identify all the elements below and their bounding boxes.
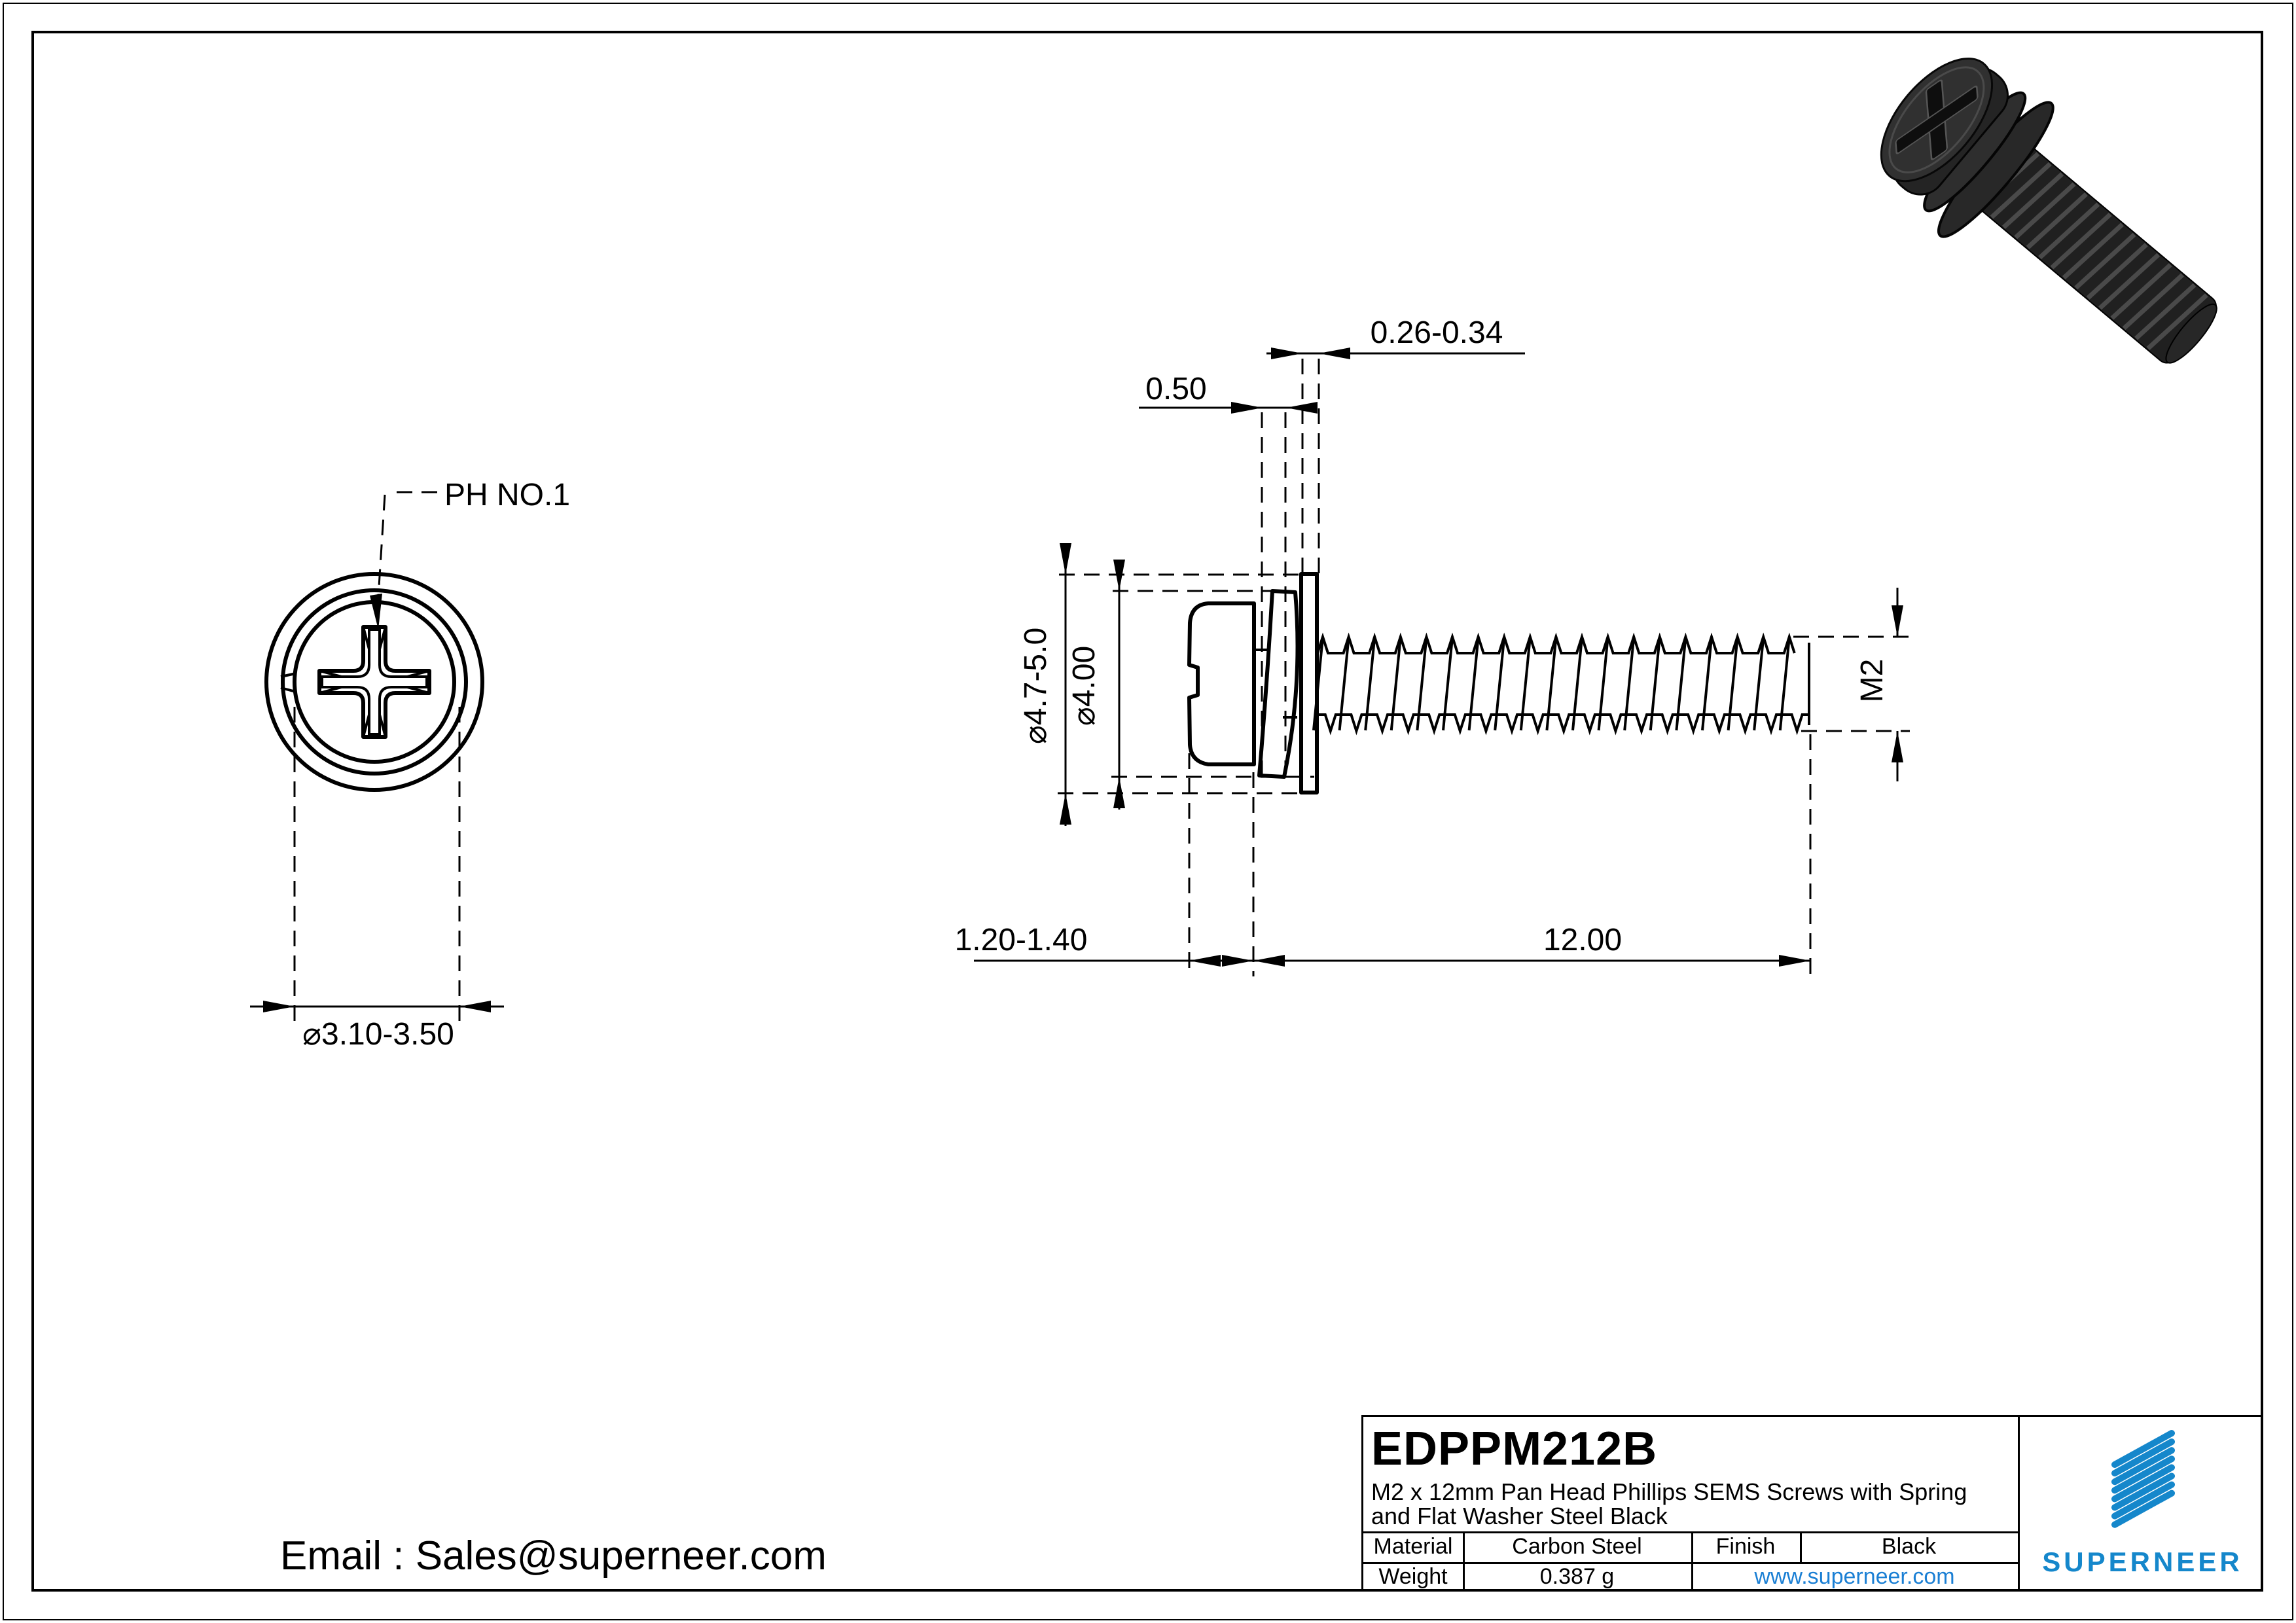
drawing-frame — [31, 31, 2263, 1592]
screw-3d-preview — [1880, 58, 2217, 364]
phillips-recess — [317, 625, 431, 739]
table-divider-2 — [1691, 1531, 1693, 1592]
spring-washer-circle — [281, 588, 468, 776]
table-line-top — [1363, 1531, 2018, 1533]
flat-washer-od-text: ⌀4.7-5.0 — [1018, 628, 1053, 744]
flat-washer-side — [1299, 572, 1319, 794]
head-top-view: PH NO.1 ⌀3.10-3.50 — [250, 478, 570, 1052]
recess-leader — [370, 491, 437, 630]
finish-value: Black — [1881, 1534, 1937, 1559]
flat-washer-od-dimension — [1058, 543, 1318, 826]
brand-logo-box: SUPERNEER — [2018, 1417, 2265, 1592]
email-text[interactable]: Email : Sales@superneer.com — [280, 1533, 827, 1578]
screw-3d-head-rim — [1888, 66, 1985, 173]
table-divider-3 — [1800, 1531, 1802, 1562]
screw-side-view: 0.26-0.34 0.50 ⌀4.7-5.0 — [955, 315, 1910, 976]
flat-washer-thickness-text: 0.26-0.34 — [1371, 315, 1503, 350]
page-outer-border — [3, 3, 2293, 1620]
thread-size-text: M2 — [1855, 659, 1890, 703]
material-label: Material — [1373, 1534, 1453, 1559]
head-diameter-dimension — [250, 707, 504, 1021]
table-line-mid — [1363, 1562, 2018, 1564]
title-block: EDPPM212B M2 x 12mm Pan Head Phillips SE… — [1361, 1415, 2263, 1592]
spring-washer-od-dimension — [1111, 560, 1314, 810]
bottom-dimensions — [974, 704, 1812, 976]
flat-washer-circle — [264, 572, 484, 792]
screw-3d-tip — [2165, 303, 2217, 364]
superneer-logo-stripes-icon — [2111, 1430, 2175, 1528]
part-description: M2 x 12mm Pan Head Phillips SEMS Screws … — [1371, 1478, 1967, 1529]
head-height-text: 1.20-1.40 — [955, 923, 1088, 957]
thread-size-dimension — [1793, 588, 1910, 781]
head-diameter-text: ⌀3.10-3.50 — [302, 1017, 454, 1052]
weight-value: 0.387 g — [1539, 1564, 1615, 1589]
part-number: EDPPM212B — [1371, 1423, 1658, 1475]
brand-name: SUPERNEER — [2042, 1546, 2243, 1577]
weight-label: Weight — [1378, 1564, 1448, 1589]
spring-washer-od-text: ⌀4.00 — [1067, 646, 1102, 726]
spring-washer-split — [280, 672, 296, 693]
spring-washer-thickness-text: 0.50 — [1145, 372, 1206, 406]
spring-washer-thickness-dimension — [1139, 402, 1318, 777]
flat-washer-thickness-dimension — [1266, 348, 1525, 573]
table-divider-1 — [1463, 1531, 1465, 1592]
thread-length-text: 12.00 — [1543, 923, 1622, 957]
spring-washer-side — [1254, 589, 1300, 779]
website-link[interactable]: www.superneer.com — [1754, 1564, 1955, 1589]
recess-label: PH NO.1 — [444, 478, 570, 512]
finish-label: Finish — [1715, 1534, 1776, 1559]
pan-head-profile — [1187, 601, 1256, 766]
leader-arrow — [370, 594, 382, 630]
threaded-shank — [1312, 632, 1810, 736]
screw-3d-phillips — [1895, 79, 1979, 160]
material-value: Carbon Steel — [1512, 1534, 1642, 1559]
